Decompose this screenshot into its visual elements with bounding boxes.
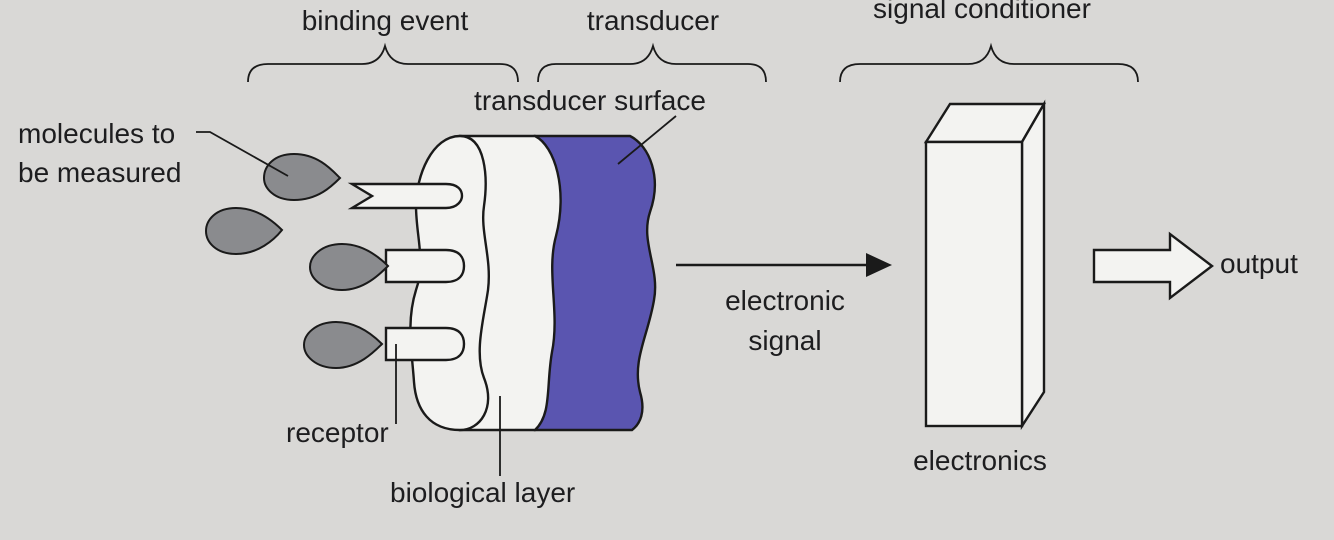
- molecules-leader-line: [196, 131, 289, 177]
- binding-event-brace: [247, 42, 519, 83]
- molecule-4: [302, 320, 384, 370]
- biological-layer: [458, 134, 562, 432]
- molecule-1: [262, 152, 342, 202]
- electronic-signal-label-line1: electronic: [725, 285, 845, 316]
- transducer-surface-leader-line: [617, 115, 677, 165]
- molecule-2: [204, 206, 284, 256]
- receptor-label: receptor: [286, 417, 389, 448]
- transducer-surface-label: transducer surface: [474, 85, 706, 116]
- output-arrow: [1092, 231, 1214, 301]
- receptor-arm-bottom: [384, 326, 466, 362]
- molecules: [204, 152, 390, 370]
- signal-arrowhead: [866, 253, 892, 277]
- electronics-box-front: [924, 140, 1024, 428]
- output-label: output: [1220, 248, 1298, 279]
- electronics-box-side: [1020, 99, 1046, 431]
- binding-event-label: binding event: [302, 5, 469, 36]
- receptor-arm-top: [347, 182, 464, 210]
- molecules-label-line1: molecules to: [18, 118, 175, 149]
- receptor-arm-middle: [384, 248, 466, 284]
- transducer-label: transducer: [587, 5, 719, 36]
- transducer-layer: [533, 134, 657, 432]
- molecules-label-line2: be measured: [18, 157, 181, 188]
- electronics-label: electronics: [913, 445, 1047, 476]
- transducer-brace: [537, 42, 767, 83]
- biological-layer-label: biological layer: [390, 477, 575, 508]
- electronics-box: [923, 99, 1047, 431]
- molecule-3: [308, 242, 390, 292]
- signal-conditioner-brace: [839, 42, 1139, 83]
- signal-conditioner-label: signal conditioner: [873, 0, 1091, 24]
- receptor-arms: [347, 182, 466, 362]
- electronic-signal-label-line2: signal: [748, 325, 821, 356]
